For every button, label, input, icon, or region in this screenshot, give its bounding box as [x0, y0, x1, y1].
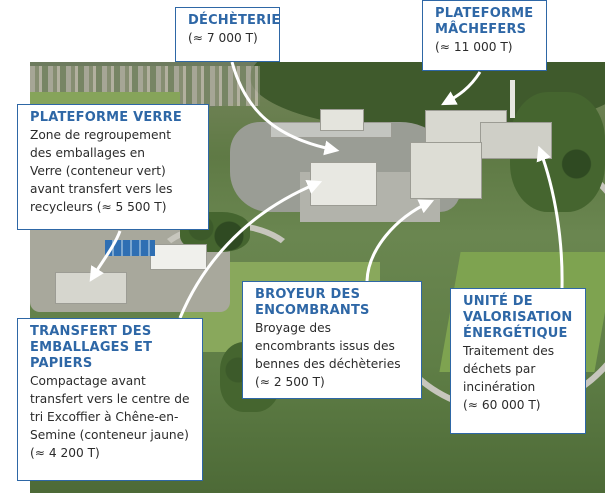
callout-title: DÉCHÈTERIE	[188, 13, 281, 28]
callout-title: TRANSFERT DES EMBALLAGES ET PAPIERS	[30, 324, 153, 371]
callout-verre: PLATEFORME VERRE Zone de regroupement de…	[17, 104, 209, 230]
building	[320, 109, 364, 131]
callout-title: PLATEFORME MÂCHEFERS	[435, 6, 534, 37]
building-transfer	[150, 244, 207, 270]
building	[55, 272, 127, 304]
callout-decheterie: DÉCHÈTERIE (≈ 7 000 T)	[175, 7, 280, 62]
callout-text: Traitement des déchets par incinération …	[463, 344, 555, 412]
containers	[105, 240, 155, 256]
chimney	[510, 80, 515, 118]
callout-title: PLATEFORME VERRE	[30, 110, 182, 125]
callout-text: (≈ 11 000 T)	[435, 40, 513, 54]
callout-title: UNITÉ DE VALORISATION ÉNERGÉTIQUE	[463, 294, 573, 341]
building	[410, 142, 482, 199]
building	[480, 122, 552, 159]
callout-text: Zone de regroupement des emballages en V…	[30, 128, 173, 214]
building-shredder	[310, 162, 377, 206]
callout-text: (≈ 7 000 T)	[188, 31, 258, 45]
callout-machefers: PLATEFORME MÂCHEFERS (≈ 11 000 T)	[422, 0, 547, 71]
callout-broyeur: BROYEUR DES ENCOMBRANTS Broyage des enco…	[242, 281, 422, 399]
callout-title: BROYEUR DES ENCOMBRANTS	[255, 287, 370, 318]
callout-transfert: TRANSFERT DES EMBALLAGES ET PAPIERS Comp…	[17, 318, 203, 481]
callout-text: Compactage avant transfert vers le centr…	[30, 374, 190, 460]
callout-text: Broyage des encombrants issus des bennes…	[255, 321, 401, 389]
callout-unite: UNITÉ DE VALORISATION ÉNERGÉTIQUE Traite…	[450, 288, 586, 434]
